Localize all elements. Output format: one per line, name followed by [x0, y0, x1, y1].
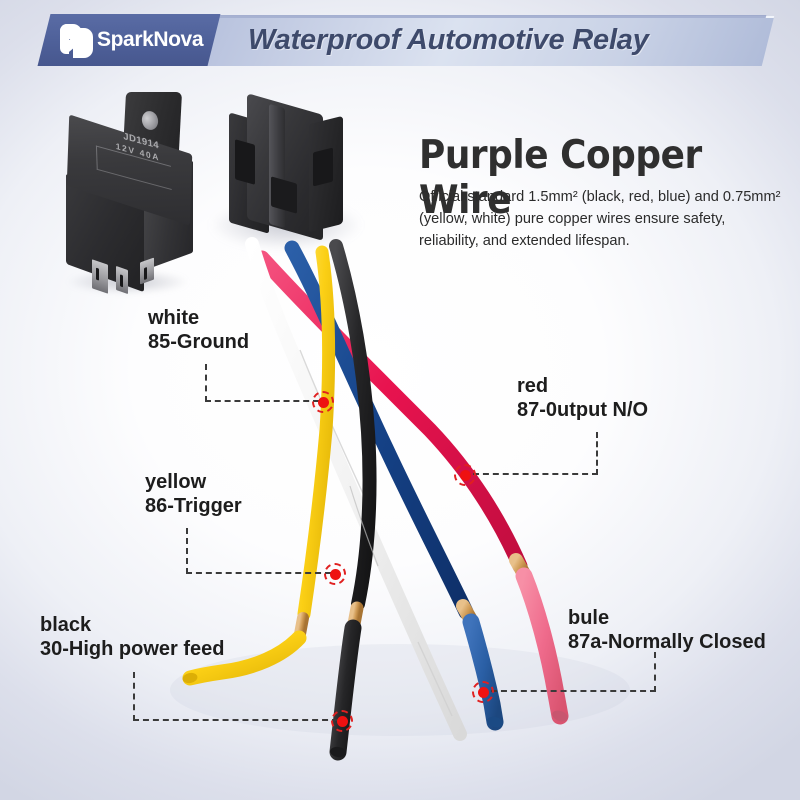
callout-yellow: yellow 86-Trigger: [145, 470, 242, 519]
marker-dot-red: [454, 464, 476, 486]
callout-black: black 30-High power feed: [40, 613, 224, 662]
callout-white-function: 85-Ground: [148, 331, 250, 354]
feature-headline: Purple Copper Wire: [419, 133, 702, 223]
callout-black-function: 30-High power feed: [40, 638, 225, 661]
marker-dot-yellow: [324, 563, 346, 585]
callout-white-color: white: [148, 307, 200, 329]
callout-blue-function: 87a-Normally Closed: [568, 631, 766, 654]
feature-description: Official standard 1.5mm² (black, red, bl…: [419, 189, 781, 250]
callout-blue-color: bule: [568, 607, 610, 629]
callout-yellow-function: 86-Trigger: [145, 495, 242, 518]
page-title: Waterproof Automotive Relay: [248, 23, 649, 56]
callout-red-color: red: [517, 375, 549, 397]
header-banner: SparkNova Waterproof Automotive Relay: [32, 14, 775, 66]
callout-blue: bule 87a-Normally Closed: [568, 606, 766, 655]
callout-yellow-color: yellow: [145, 471, 207, 493]
callout-red: red 87-0utput N/O: [517, 374, 648, 423]
marker-dot-blue: [472, 681, 494, 703]
callout-black-color: black: [40, 614, 92, 636]
relay-unit-image: JD1914 12V 40A: [62, 92, 242, 302]
marker-dot-white: [312, 391, 334, 413]
marker-dot-black: [331, 710, 353, 732]
callout-white: white 85-Ground: [148, 306, 249, 355]
callout-red-function: 87-0utput N/O: [517, 399, 649, 422]
